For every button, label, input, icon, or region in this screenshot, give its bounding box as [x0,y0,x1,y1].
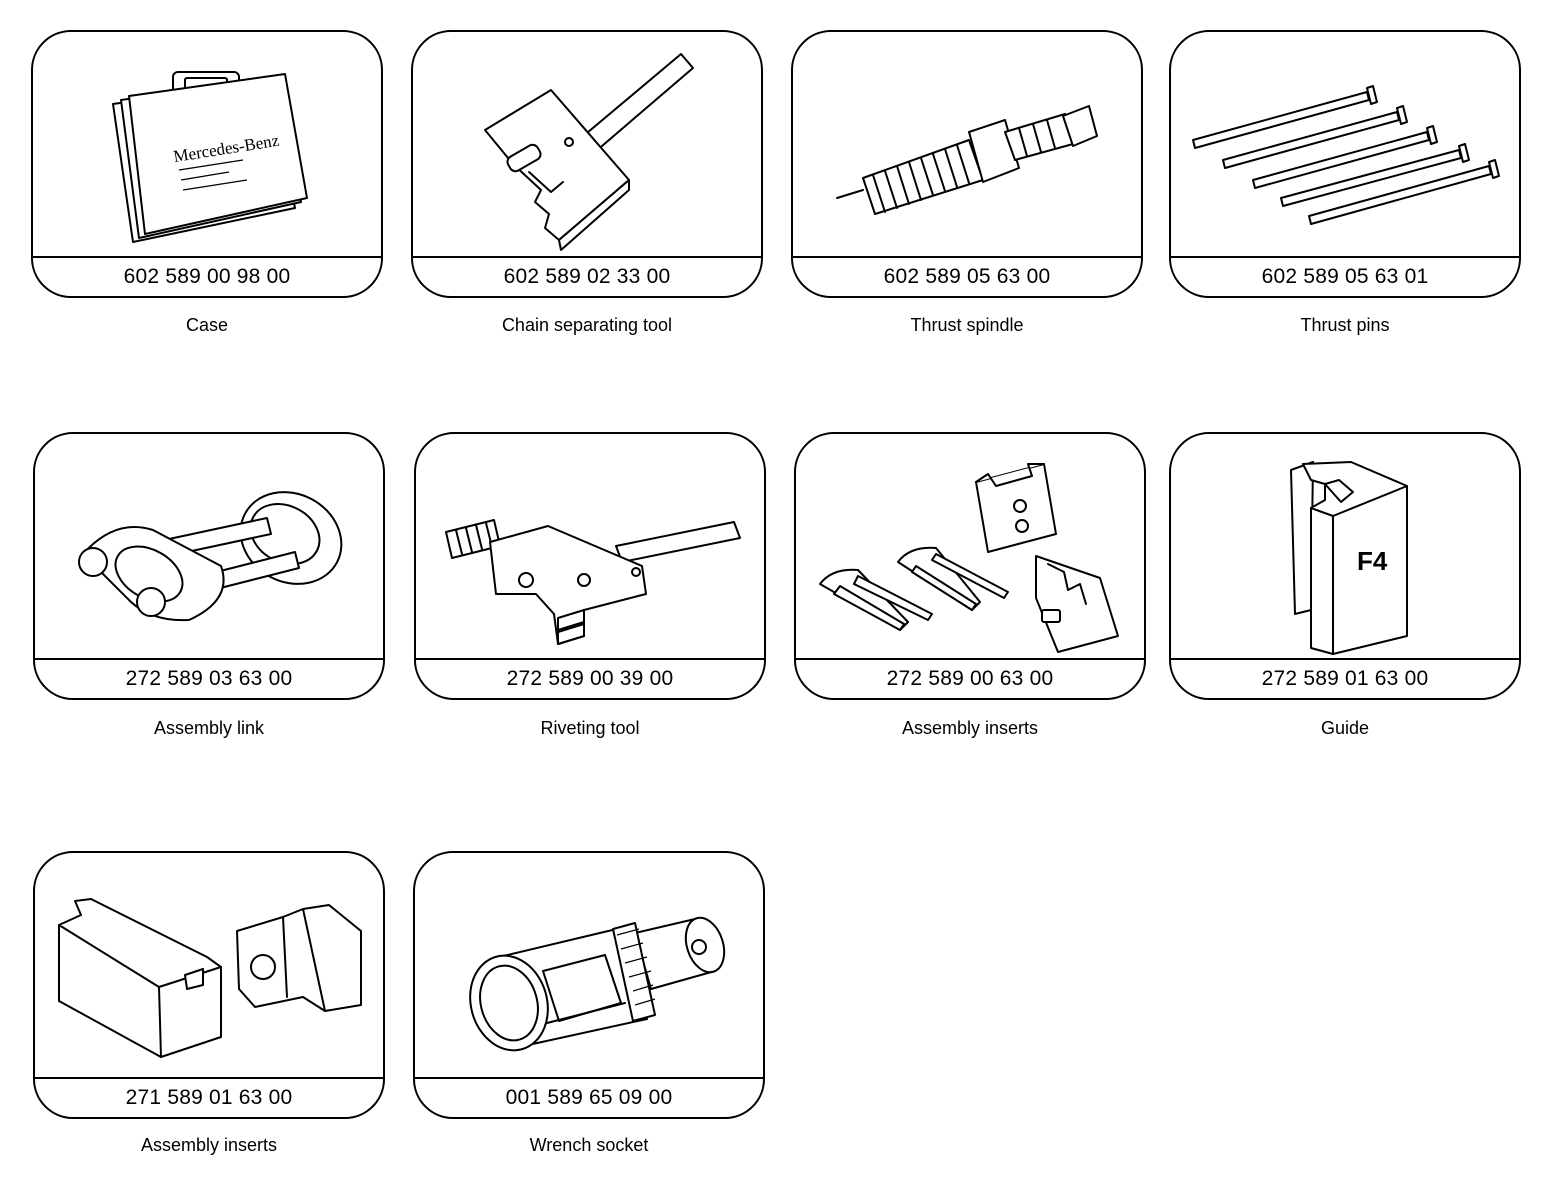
tool-name: Chain separating tool [501,315,673,335]
tool-tile-case: Mercedes-Benz 602 589 00 98 00 [31,30,383,298]
part-number: 602 589 05 63 01 [1171,256,1519,296]
assembly-inserts-block-icon [35,853,383,1079]
assembly-inserts-icon [796,434,1144,660]
part-number: 272 589 00 39 00 [416,658,764,698]
thrust-pins-icon [1171,32,1519,258]
tool-tile-assembly-link: 272 589 03 63 00 [33,432,385,700]
assembly-link-icon [35,434,383,660]
chain-separating-tool-icon [413,32,761,258]
case-icon: Mercedes-Benz [33,32,381,258]
tool-tile-thrust-spindle: 602 589 05 63 00 [791,30,1143,298]
tool-tile-wrench-socket: 001 589 65 09 00 [413,851,765,1119]
wrench-socket-icon [415,853,763,1079]
tool-name: Assembly inserts [140,1135,278,1155]
part-number: 272 589 03 63 00 [35,658,383,698]
tool-name: Guide [1320,718,1370,738]
tool-name: Case [185,315,229,335]
guide-icon: F4 [1171,434,1519,660]
part-number: 272 589 01 63 00 [1171,658,1519,698]
part-number: 001 589 65 09 00 [415,1077,763,1117]
tool-name: Assembly inserts [901,718,1039,738]
part-number: 272 589 00 63 00 [796,658,1144,698]
tool-tile-assembly-inserts: 272 589 00 63 00 [794,432,1146,700]
tool-name: Thrust spindle [910,315,1024,335]
tool-tile-assembly-inserts-block: 271 589 01 63 00 [33,851,385,1119]
tool-tile-riveting-tool: 272 589 00 39 00 [414,432,766,700]
tool-tile-thrust-pins: 602 589 05 63 01 [1169,30,1521,298]
tool-name: Riveting tool [540,718,640,738]
thrust-spindle-icon [793,32,1141,258]
part-number: 602 589 00 98 00 [33,256,381,296]
part-number: 271 589 01 63 00 [35,1077,383,1117]
tool-name: Thrust pins [1300,315,1390,335]
guide-marking: F4 [1357,546,1388,576]
part-number: 602 589 02 33 00 [413,256,761,296]
tool-name: Assembly link [153,718,265,738]
tool-name: Wrench socket [529,1135,649,1155]
part-number: 602 589 05 63 00 [793,256,1141,296]
riveting-tool-icon [416,434,764,660]
tool-tile-chain-separating-tool: 602 589 02 33 00 [411,30,763,298]
tool-tile-guide: F4 272 589 01 63 00 [1169,432,1521,700]
